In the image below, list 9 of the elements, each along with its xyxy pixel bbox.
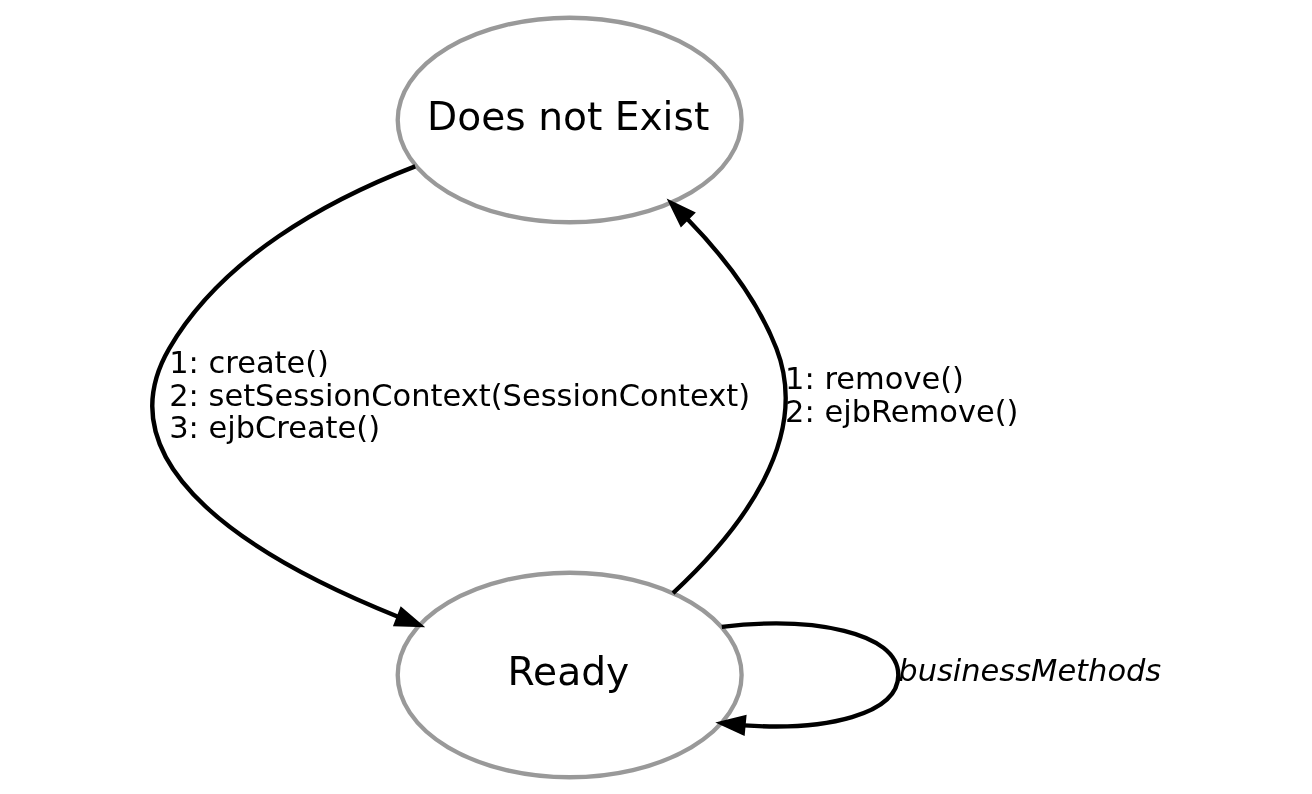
edge-label: 2: ejbRemove() <box>784 393 1018 429</box>
edge-label: businessMethods <box>897 652 1161 688</box>
node-ellipse: Ready <box>395 570 744 779</box>
arrow <box>714 621 900 736</box>
node-ellipse: Does not Exist <box>395 15 744 224</box>
edge-label: 1: create() <box>168 344 329 380</box>
edge-label: 1: remove() <box>784 360 964 396</box>
arrow <box>666 198 788 595</box>
arrow <box>150 163 425 627</box>
